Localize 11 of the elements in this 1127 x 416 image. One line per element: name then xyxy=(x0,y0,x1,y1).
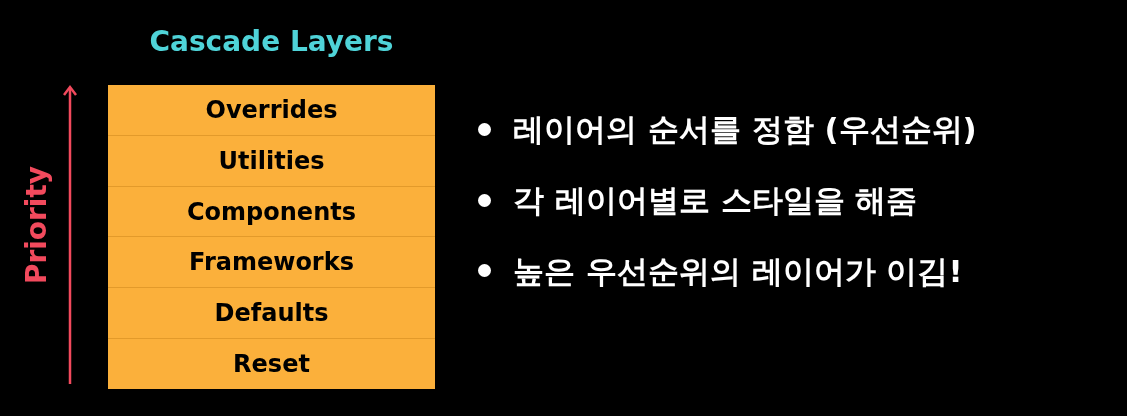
layer-name: Reset xyxy=(233,349,310,381)
layer-name: Components xyxy=(187,196,356,228)
diagram-title: Cascade Layers xyxy=(148,28,395,56)
bullet-text: 레이어의 순서를 정함 (우선순위) xyxy=(513,110,977,149)
layer-name: Frameworks xyxy=(189,247,354,279)
layer-name: Overrides xyxy=(205,94,338,126)
layer-name: Defaults xyxy=(214,298,329,330)
axis-label: Priority xyxy=(23,165,51,285)
bullet-text: 높은 우선순위의 레이어가 이김! xyxy=(513,251,963,291)
bullet-text: 각 레이어별로 스타일을 해줌 xyxy=(513,180,918,220)
layer-name: Utilities xyxy=(218,145,325,177)
